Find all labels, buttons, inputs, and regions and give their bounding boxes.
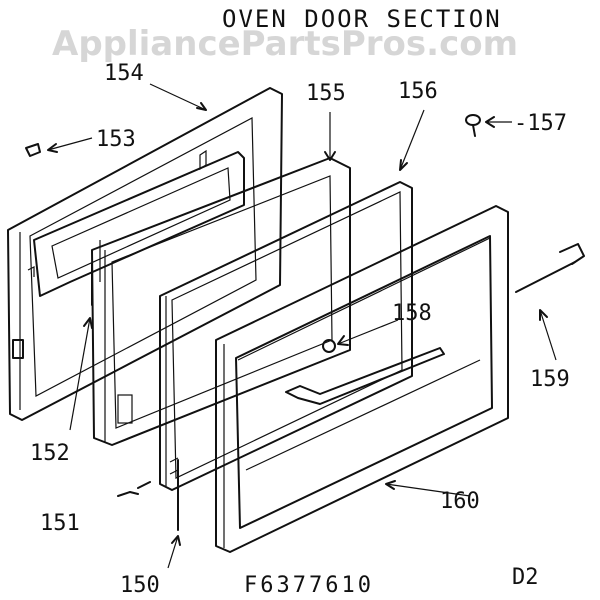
- label-151: 151: [40, 511, 80, 536]
- page-code: D2: [512, 565, 539, 590]
- label-152: 152: [30, 441, 70, 466]
- bumper-158: [322, 339, 336, 353]
- hinge-159: [515, 243, 585, 293]
- outer-door-panel-154: [7, 87, 283, 421]
- label-156: 156: [398, 79, 438, 104]
- clip-153: [25, 143, 41, 157]
- label-154: 154: [104, 61, 144, 86]
- label-159: 159: [530, 367, 570, 392]
- watermark: AppliancePartsPros.com: [52, 24, 518, 64]
- label-157: -157: [514, 111, 567, 136]
- label-155: 155: [306, 81, 346, 106]
- label-153: 153: [96, 127, 136, 152]
- label-158: 158: [392, 301, 432, 326]
- insulation-gasket-152: [33, 151, 245, 306]
- door-strip-150: [169, 457, 179, 531]
- screw-157: [465, 114, 481, 137]
- diagram-title: OVEN DOOR SECTION: [222, 5, 502, 33]
- label-150: 150: [120, 573, 160, 598]
- leader-lines: [47, 83, 557, 569]
- screw-151: [117, 481, 151, 497]
- label-160: 160: [440, 489, 480, 514]
- front-door-frame-160: [215, 205, 509, 553]
- model-number: F6377610: [244, 573, 374, 598]
